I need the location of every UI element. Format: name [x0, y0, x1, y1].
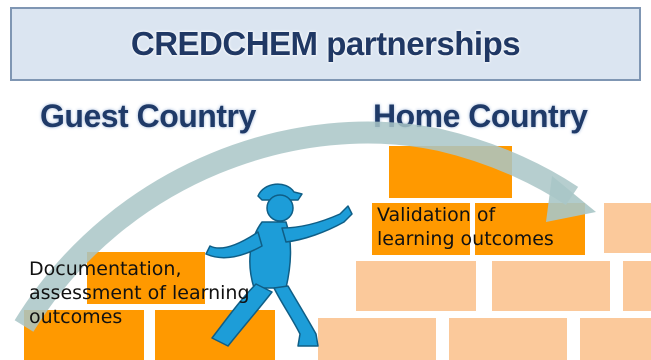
peach-brick: [356, 261, 476, 311]
orange-brick: [24, 310, 144, 360]
title-banner: CREDCHEM partnerships: [10, 7, 641, 81]
documentation-caption: Documentation, assessment of learning ou…: [29, 257, 250, 329]
validation-line-2: learning outcomes: [377, 228, 554, 250]
peach-brick: [318, 318, 436, 360]
peach-brick: [449, 318, 567, 360]
guest-country-label: Guest Country: [40, 98, 256, 134]
peach-brick: [623, 261, 651, 311]
diagram-title: CREDCHEM partnerships: [130, 25, 521, 62]
validation-caption: Validation of learning outcomes: [377, 203, 554, 251]
orange-brick: [372, 203, 470, 255]
validation-line-1: Validation of: [377, 204, 496, 226]
documentation-line-3: outcomes: [29, 306, 123, 328]
orange-brick: [87, 252, 205, 304]
peach-brick: [604, 203, 651, 253]
peach-brick: [492, 261, 610, 311]
documentation-line-2: assessment of learning: [29, 282, 250, 304]
documentation-line-1: Documentation,: [29, 258, 182, 280]
peach-brick: [580, 318, 651, 360]
